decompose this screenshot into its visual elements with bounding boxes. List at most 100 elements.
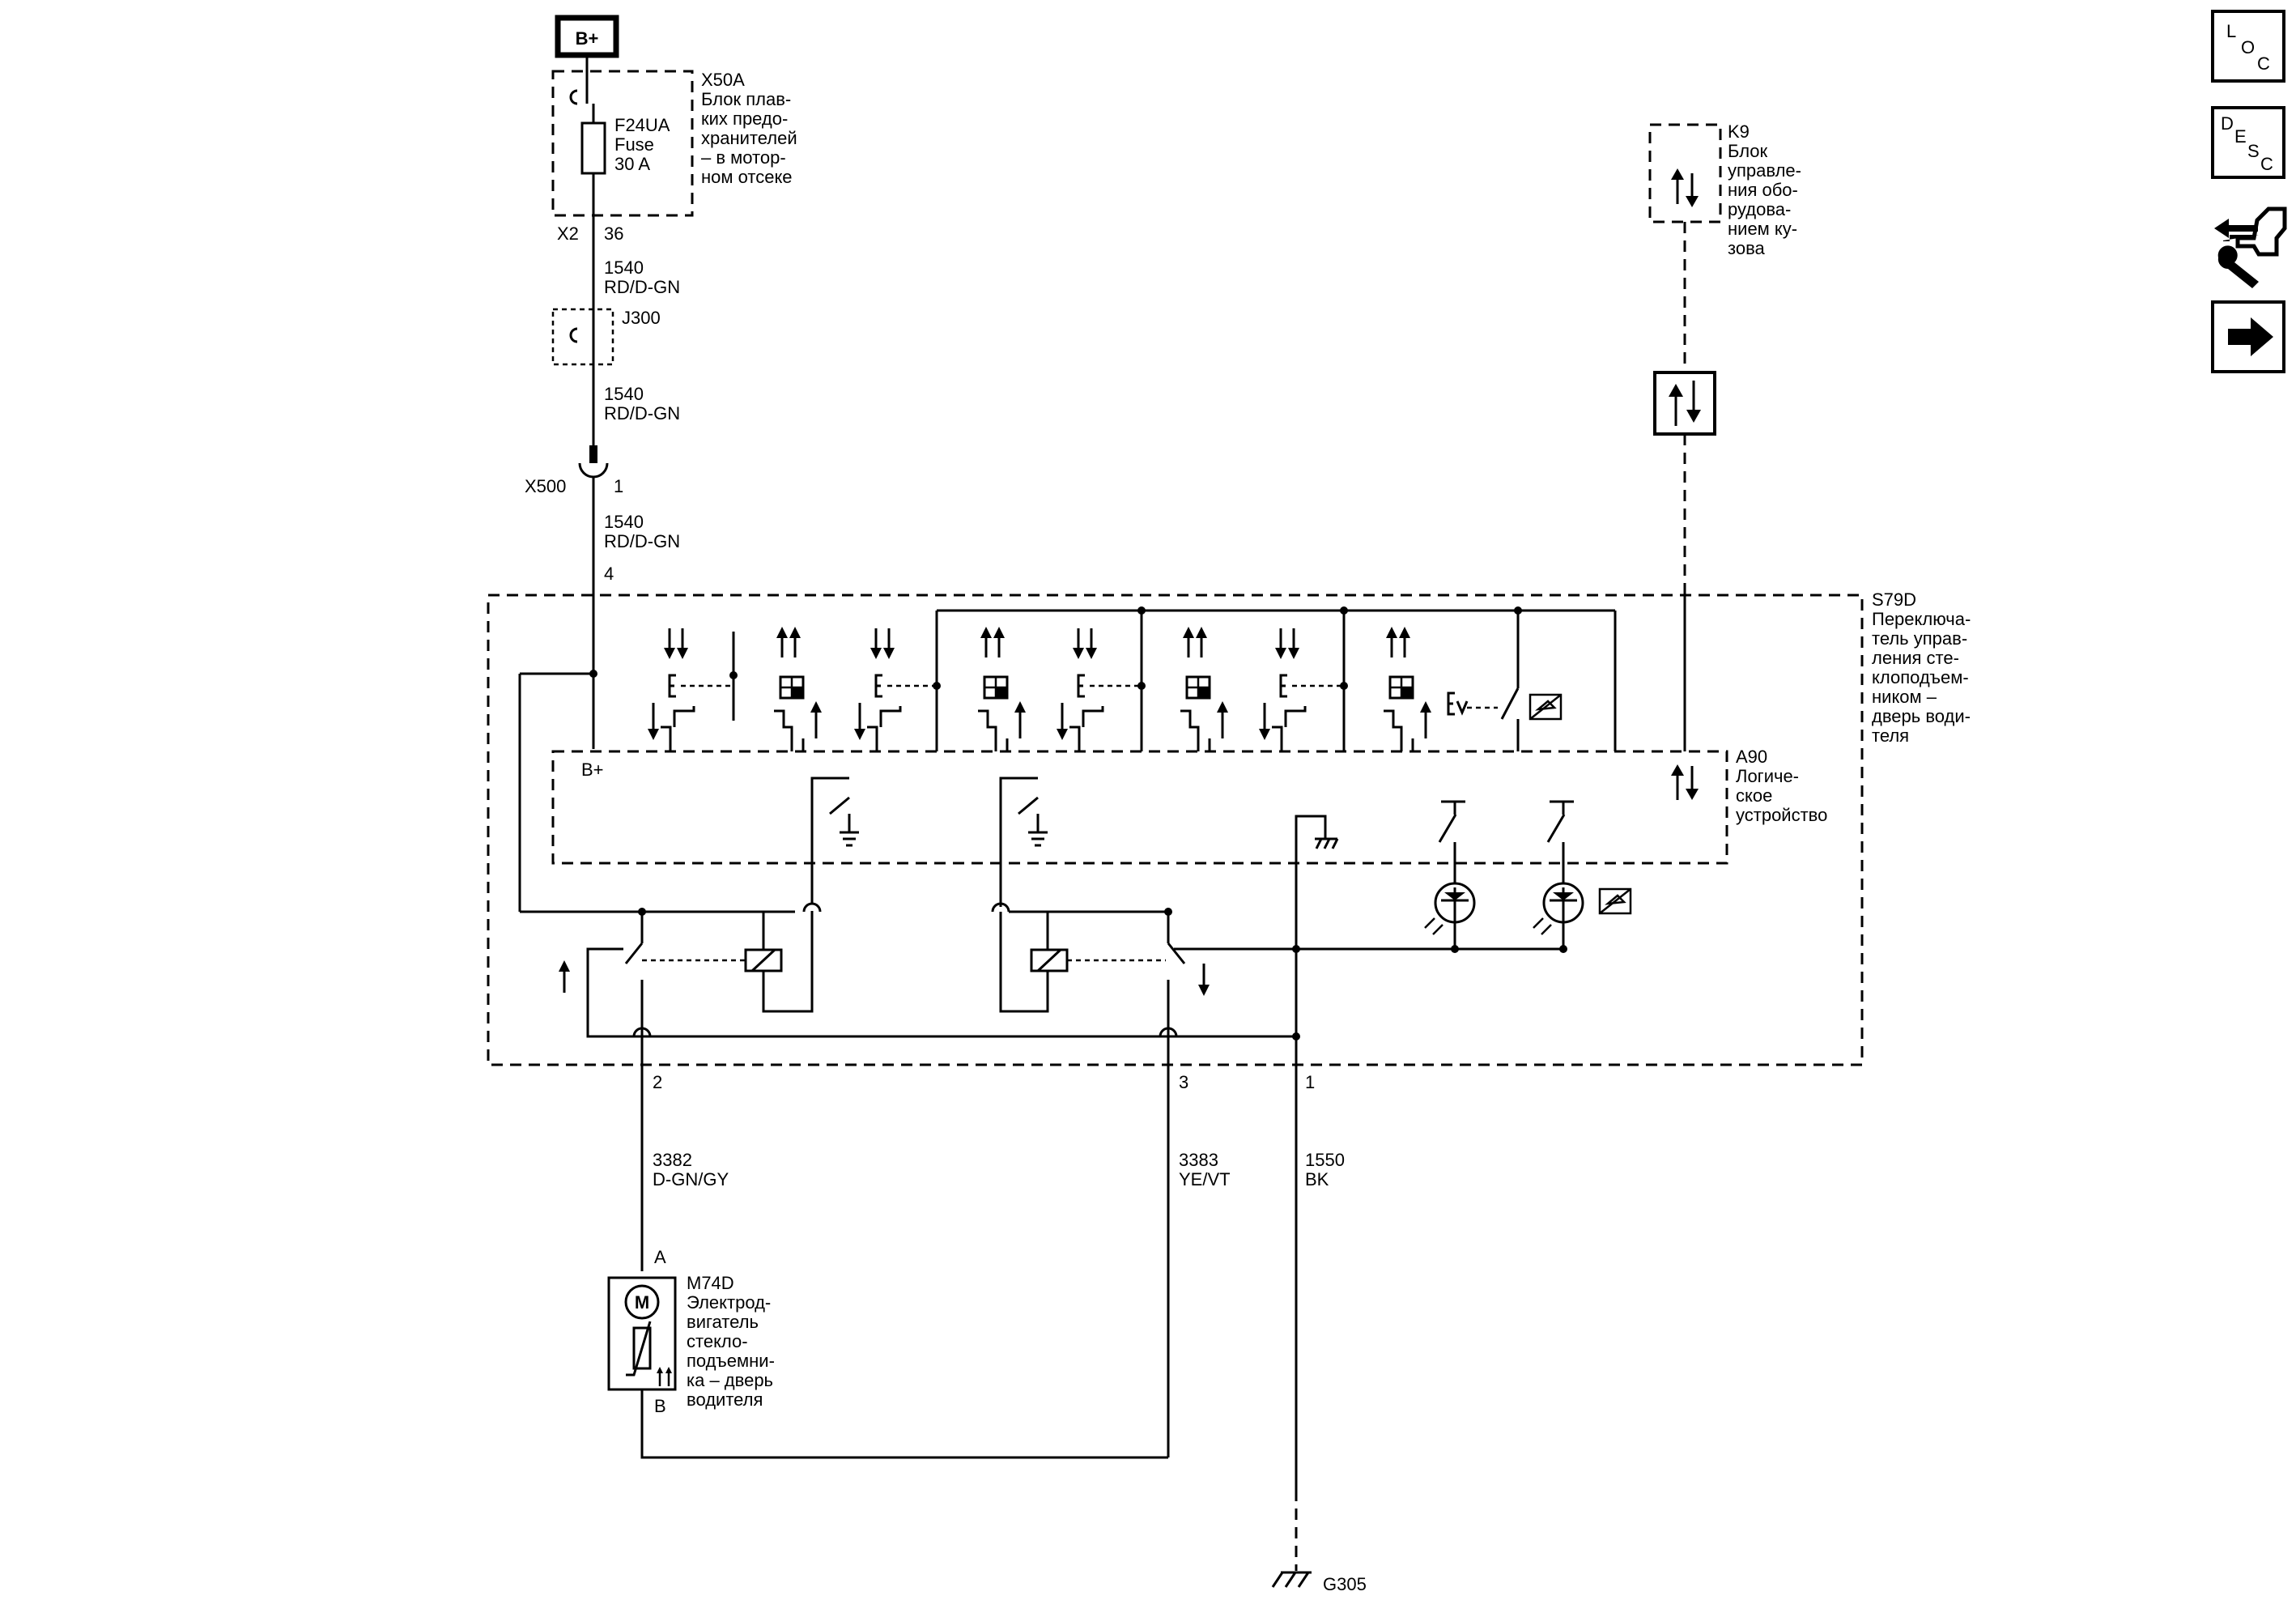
- b-plus-label: B+: [576, 28, 599, 49]
- wire-3382-color: D-GN/GY: [653, 1169, 729, 1189]
- window-lockout-icon: [1529, 693, 1563, 721]
- switch-2-up-arrows-icon-b: [993, 627, 1005, 657]
- svg-text:Электрод-: Электрод-: [687, 1292, 771, 1313]
- svg-text:E: E: [2234, 126, 2247, 147]
- splice-j300-label: J300: [622, 308, 661, 328]
- bcm-k9-outline: [1648, 123, 1722, 223]
- svg-text:ном отсеке: ном отсеке: [701, 167, 793, 187]
- switch-2-down-actuator: [874, 674, 882, 698]
- switch-3-down-arrows-icon: [1073, 628, 1084, 659]
- svg-text:ское: ское: [1736, 785, 1772, 806]
- bcm-label: K9 Блок управле- ния обо- рудова- нием к…: [1728, 121, 1801, 258]
- logic-ground-1: [810, 777, 859, 903]
- svg-text:M74D: M74D: [687, 1273, 734, 1293]
- motor-pin-a-label: A: [654, 1247, 666, 1267]
- wire-1550-color: BK: [1305, 1169, 1329, 1189]
- window-lockout-icon-2: [1598, 887, 1632, 915]
- x500-pin-male: [589, 445, 597, 463]
- svg-text:K9: K9: [1728, 121, 1750, 142]
- svg-text:Блок: Блок: [1728, 141, 1768, 161]
- relay-down: [991, 902, 1190, 1036]
- motor-pin-b-label: B: [654, 1396, 666, 1416]
- b-plus-source: B+: [555, 15, 619, 58]
- svg-text:водителя: водителя: [687, 1389, 763, 1410]
- bcm-data-arrows-icon: [1671, 168, 1699, 207]
- switch-1-down-arrows-icon-b: [677, 628, 688, 659]
- fuse-block-outline: [551, 70, 694, 217]
- x500-pin-female: [578, 462, 609, 479]
- splice-symbol: [569, 327, 578, 343]
- wire-1540-label-2: 1540: [604, 384, 644, 404]
- switch-1-down-actuator: [668, 674, 676, 698]
- logic-device-label: A90 Логиче- ское устройство: [1736, 747, 1827, 825]
- svg-text:устройство: устройство: [1736, 805, 1827, 825]
- pin-4-label: 4: [604, 564, 614, 584]
- switch-3-down-arrows-icon-b: [1086, 628, 1097, 659]
- relay-up: [586, 902, 822, 1038]
- wire-color-label-1: RD/D-GN: [604, 277, 680, 297]
- svg-text:S79D: S79D: [1872, 589, 1916, 610]
- logic-b-plus-label: B+: [581, 760, 604, 780]
- switch-1-down-contact: [661, 726, 672, 751]
- next-page-button[interactable]: [2211, 300, 2285, 373]
- pin-3-label: 3: [1179, 1072, 1188, 1092]
- down-arrow-icon: [1198, 964, 1210, 996]
- switch-2-down-arrows-icon: [870, 628, 882, 659]
- logic-ground-2: [999, 777, 1048, 907]
- svg-text:D: D: [2221, 113, 2234, 134]
- svg-text:стекло-: стекло-: [687, 1331, 748, 1351]
- wire-1550-label: 1550: [1305, 1150, 1345, 1170]
- thermistor-icon: [626, 1321, 652, 1377]
- pin-2-label: 2: [653, 1072, 662, 1092]
- switch-assembly-label: S79D Переключа- тель управ- ления сте- к…: [1872, 589, 1971, 746]
- switch-4-down-actuator: [1279, 674, 1287, 698]
- motor-symbol: M: [635, 1292, 649, 1313]
- logic-chassis-ground: [1295, 815, 1339, 1036]
- wire-color-label-2: RD/D-GN: [604, 403, 680, 423]
- svg-text:дверь води-: дверь води-: [1872, 706, 1971, 726]
- wire-1540-label-1: 1540: [604, 257, 644, 278]
- svg-text:O: O: [2241, 37, 2255, 57]
- indicator-switch-1: [1438, 800, 1465, 883]
- loc-button[interactable]: L O C: [2211, 10, 2285, 83]
- svg-text:рудова-: рудова-: [1728, 199, 1791, 219]
- switch-4-contact-up-arrow-icon: [1420, 701, 1431, 738]
- connector-x2-label: X2: [557, 223, 579, 244]
- switch-4-up-arrows-icon: [1386, 627, 1397, 657]
- svg-text:ления сте-: ления сте-: [1872, 648, 1959, 668]
- svg-text:нием ку-: нием ку-: [1728, 219, 1797, 239]
- svg-text:тель управ-: тель управ-: [1872, 628, 1967, 649]
- wire-3383-label: 3383: [1179, 1150, 1218, 1170]
- connector-wrench-icon: [2214, 206, 2287, 288]
- switch-1-up-contact: [774, 709, 793, 751]
- connector-x500-label: X500: [525, 476, 566, 496]
- switch-4-up-contact: [1384, 709, 1403, 751]
- svg-text:ния обо-: ния обо-: [1728, 180, 1798, 200]
- switch-2-up-arrows-icon: [980, 627, 992, 657]
- indicator-led-2: [1533, 882, 1584, 935]
- switch-2-down-arrows-icon-b: [883, 628, 895, 659]
- motor-direction-arrows-icon: [657, 1367, 672, 1386]
- switch-2-contact-up-arrow-icon: [1014, 701, 1026, 738]
- svg-text:Fuse: Fuse: [614, 134, 654, 155]
- svg-text:подъемни-: подъемни-: [687, 1351, 775, 1371]
- window-switch-bank: [648, 611, 1563, 751]
- switch-3-up-arrows-icon: [1183, 627, 1194, 657]
- switch-4-up-arrows-icon-b: [1399, 627, 1410, 657]
- svg-text:Переключа-: Переключа-: [1872, 609, 1971, 629]
- svg-text:ка – дверь: ка – дверь: [687, 1370, 773, 1390]
- pin-1-ground-label: 1: [1305, 1072, 1315, 1092]
- desc-button[interactable]: D E S C: [2211, 106, 2285, 179]
- fuse-f24ua: [580, 121, 606, 175]
- switch-assembly-outline: [487, 594, 1864, 1066]
- svg-text:клоподъем-: клоподъем-: [1872, 667, 1969, 687]
- fuse-block-connector-symbol: [569, 83, 589, 105]
- switch-1-down-arrows-icon: [664, 628, 675, 659]
- logic-data-arrows-icon: [1671, 764, 1699, 800]
- motor-label: M74D Электрод- вигатель стекло- подъемни…: [687, 1273, 775, 1410]
- fuse-block-label: X50A Блок плав- ких предо- хранителей – …: [701, 70, 797, 187]
- svg-text:– в мотор-: – в мотор-: [701, 147, 786, 168]
- fuse-label: F24UA Fuse 30 A: [614, 115, 670, 174]
- connector-info-button[interactable]: [2214, 206, 2287, 288]
